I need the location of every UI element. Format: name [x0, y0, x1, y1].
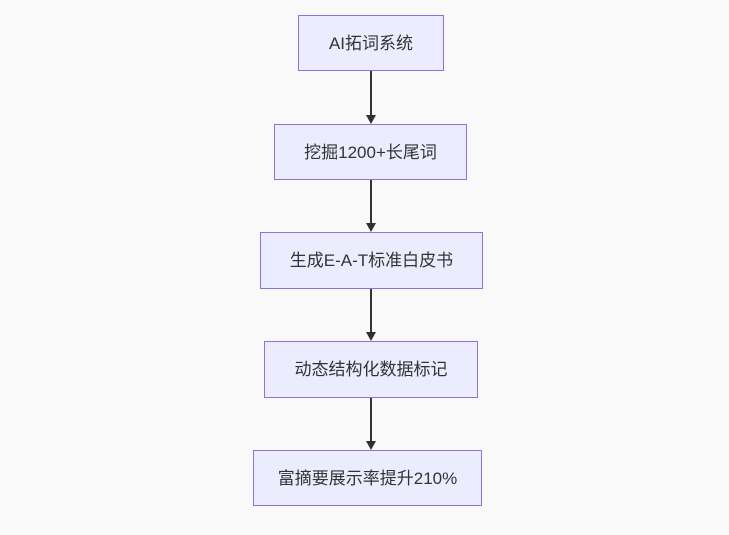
edge-connector-3-4	[364, 289, 377, 341]
edge-line	[369, 71, 372, 115]
edge-connector-4-5	[364, 398, 377, 450]
flow-node-dynamic-structured-data-markup: 动态结构化数据标记	[264, 341, 478, 398]
node-label: 富摘要展示率提升210%	[277, 468, 458, 488]
arrowhead-down-icon	[365, 223, 376, 232]
arrowhead-down-icon	[365, 332, 376, 341]
flow-node-generate-eat-whitepaper: 生成E-A-T标准白皮书	[260, 232, 483, 289]
arrowhead-down-icon	[365, 115, 376, 124]
node-label: 挖掘1200+长尾词	[304, 142, 437, 162]
edge-line	[369, 180, 372, 223]
edge-line	[369, 289, 372, 332]
flow-node-ai-word-expansion-system: AI拓词系统	[298, 15, 444, 71]
flow-node-rich-snippet-rate-increase: 富摘要展示率提升210%	[253, 450, 482, 506]
edge-line	[369, 398, 372, 441]
node-label: 生成E-A-T标准白皮书	[289, 251, 454, 270]
edge-connector-2-3	[364, 180, 377, 232]
arrowhead-down-icon	[365, 441, 376, 450]
node-label: AI拓词系统	[328, 33, 414, 53]
edge-connector-1-2	[364, 71, 377, 124]
node-label: 动态结构化数据标记	[294, 360, 448, 379]
flow-node-mine-longtail-keywords: 挖掘1200+长尾词	[274, 124, 467, 180]
